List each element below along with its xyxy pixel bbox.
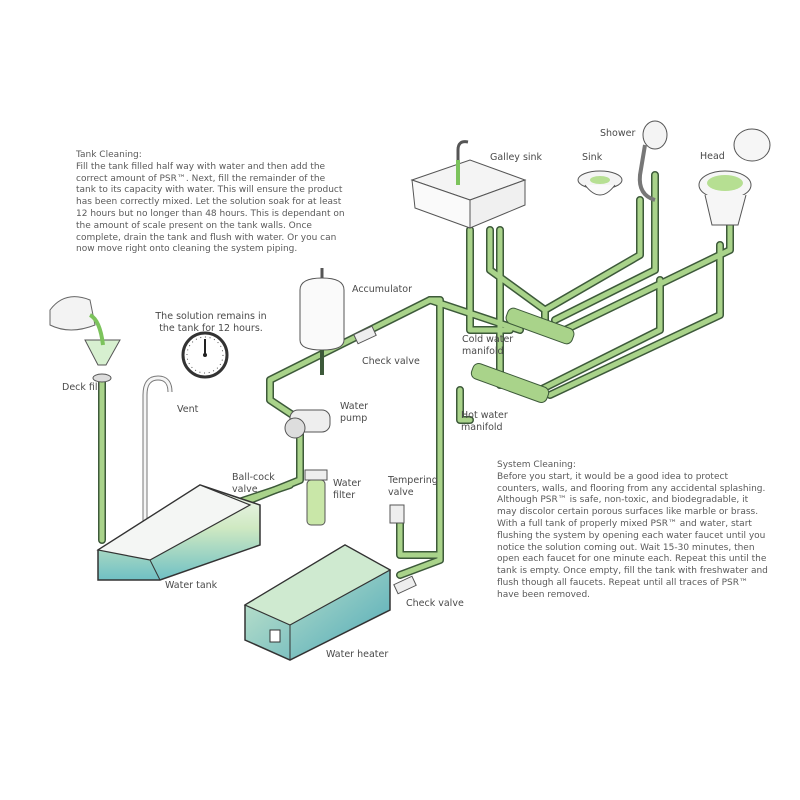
label-check-valve-bottom: Check valve — [406, 598, 464, 609]
marine-toilet — [698, 128, 771, 226]
cold-water-manifold — [505, 307, 575, 345]
water-tank — [96, 484, 261, 581]
water-pump — [284, 409, 331, 439]
shower-head — [637, 120, 668, 202]
system-cleaning-body: Before you start, it would be a good ide… — [497, 471, 768, 600]
label-galley-sink: Galley sink — [490, 152, 543, 163]
label-water-tank: Water tank — [165, 580, 218, 591]
label-accumulator: Accumulator — [352, 284, 412, 295]
tank-cleaning-instructions: Tank Cleaning: Fill the tank filled half… — [76, 150, 346, 256]
clock-icon — [181, 331, 229, 379]
bathroom-sink — [577, 170, 623, 196]
water-filter — [304, 469, 328, 526]
label-shower: Shower — [600, 128, 636, 139]
tempering-valve — [389, 504, 405, 524]
check-valve-top — [353, 325, 377, 345]
label-vent: Vent — [177, 404, 199, 415]
system-cleaning-heading: System Cleaning: — [497, 460, 576, 470]
tank-cleaning-heading: Tank Cleaning: — [76, 150, 142, 160]
label-check-valve-top: Check valve — [362, 356, 420, 367]
water-heater — [243, 544, 392, 661]
label-water-heater: Water heater — [326, 649, 389, 660]
label-sink: Sink — [582, 152, 603, 163]
label-hot-water-manifold: Hot water manifold — [461, 410, 508, 433]
label-head: Head — [700, 151, 725, 162]
check-valve-bottom — [393, 575, 417, 595]
label-ball-cock-valve: Ball-cock valve — [232, 472, 275, 495]
galley-sink — [410, 140, 527, 229]
tank-cleaning-body: Fill the tank filled half way with water… — [76, 161, 345, 255]
hot-water-manifold — [470, 362, 550, 404]
system-cleaning-instructions: System Cleaning: Before you start, it wo… — [497, 460, 769, 602]
label-cold-water-manifold: Cold water manifold — [462, 334, 514, 357]
label-water-filter: Water filter — [333, 478, 362, 501]
pipes — [98, 171, 734, 579]
label-water-pump: Water pump — [340, 401, 369, 424]
funnel-icon — [84, 339, 121, 366]
pouring-hand-icon — [49, 296, 96, 331]
accumulator — [299, 268, 345, 375]
label-tempering-valve: Tempering valve — [388, 475, 438, 498]
label-deck-fill: Deck fill — [62, 382, 101, 393]
deck-fill-cap — [92, 373, 112, 383]
clock-note: The solution remains in the tank for 12 … — [155, 311, 267, 334]
